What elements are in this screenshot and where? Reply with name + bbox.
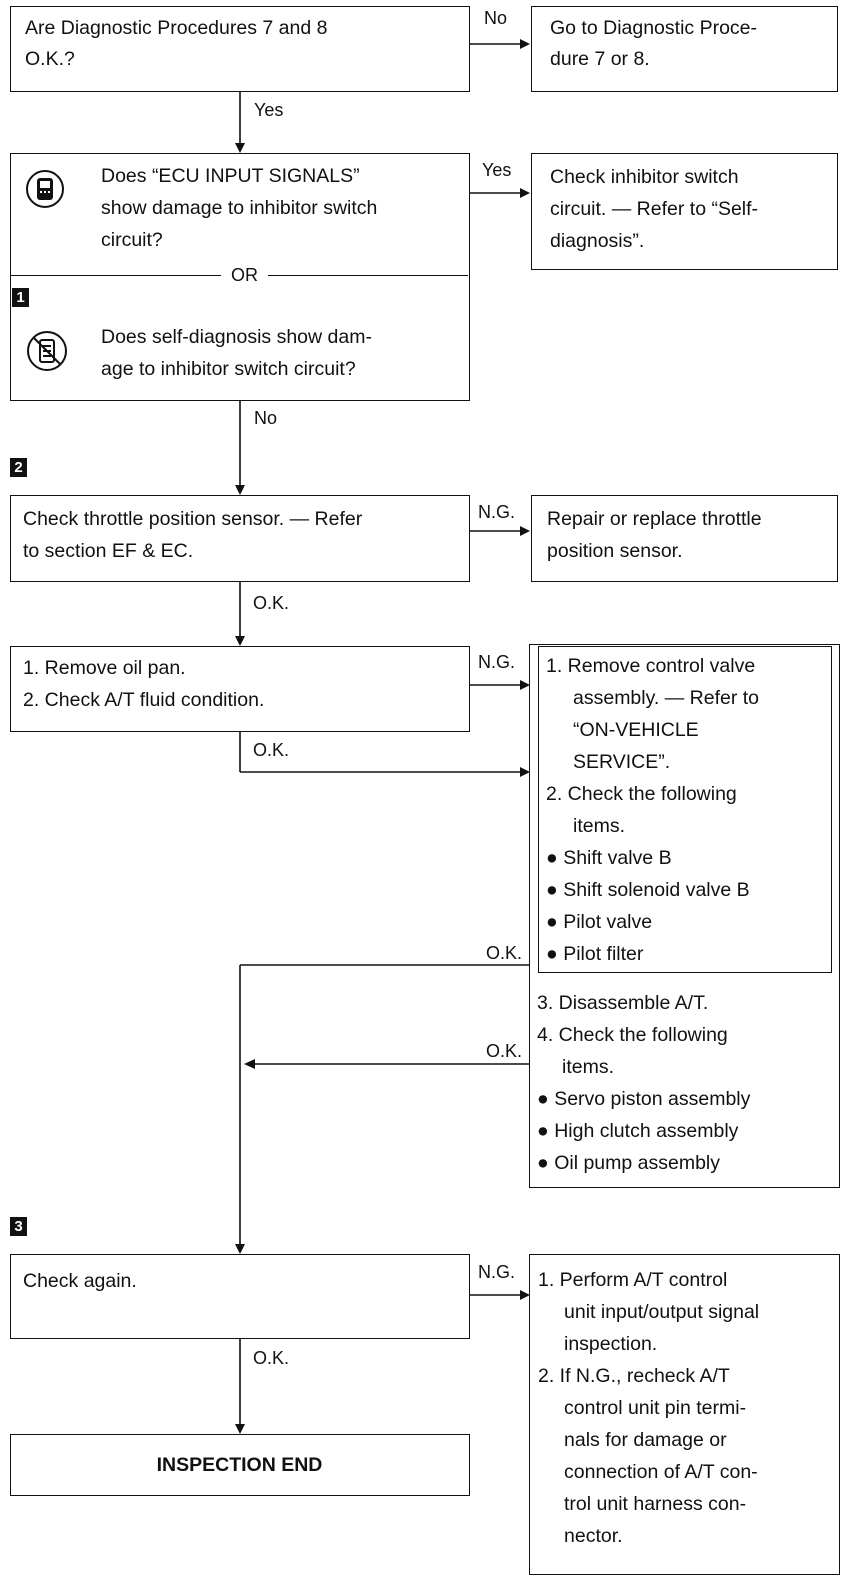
decision-oil-pan-fluid: 1. Remove oil pan. 2. Check A/T fluid co… xyxy=(10,646,470,732)
r4-inner-line-2: assembly. — Refer to xyxy=(573,687,760,709)
r4-outer-bullet-1: ● Servo piston assembly xyxy=(537,1088,751,1110)
r5-line-8: trol unit harness con- xyxy=(564,1493,747,1515)
r4-inner-line-5: 2. Check the following xyxy=(546,783,737,805)
r4-inner-bullet-3: ● Pilot valve xyxy=(546,911,653,933)
r5-line-6: nals for damage or xyxy=(564,1429,727,1451)
r4-inner-bullet-4: ● Pilot filter xyxy=(546,943,644,965)
step-number-1: 1 xyxy=(12,288,29,307)
decision-inhibitor-switch: Does “ECU INPUT SIGNALS” show damage to … xyxy=(10,153,470,401)
edge-label-ng: N.G. xyxy=(478,1262,516,1282)
r4-inner-line-6: items. xyxy=(573,815,626,837)
q2-top-line-3: circuit? xyxy=(101,229,163,251)
q2-top-line-1: Does “ECU INPUT SIGNALS” xyxy=(101,165,360,187)
q1-line-2: O.K.? xyxy=(25,48,75,70)
r4-inner-line-1: 1. Remove control valve xyxy=(546,655,756,677)
r4-inner-line-3: “ON-VEHICLE xyxy=(573,719,699,741)
r3-line-2: position sensor. xyxy=(547,540,683,562)
r2-line-3: diagnosis”. xyxy=(550,230,645,252)
action-check-inhibitor-switch: Check inhibitor switch circuit. — Refer … xyxy=(531,153,838,270)
edge-label-yes: Yes xyxy=(254,100,284,120)
consult-tester-icon xyxy=(26,170,64,208)
step-number-2: 2 xyxy=(10,458,27,477)
r4-inner-line-4: SERVICE”. xyxy=(573,751,671,773)
r4-outer-line-3: items. xyxy=(562,1056,615,1078)
r1-line-1: Go to Diagnostic Proce- xyxy=(550,17,758,39)
r5-line-1: 1. Perform A/T control xyxy=(538,1269,728,1291)
edge-label-ok: O.K. xyxy=(253,1348,290,1368)
q3-line-1: Check throttle position sensor. — Refer xyxy=(23,508,363,530)
q2-bottom-line-1: Does self-diagnosis show dam- xyxy=(101,326,372,348)
r5-line-2: unit input/output signal xyxy=(564,1301,760,1323)
r4-inner-bullet-1: ● Shift valve B xyxy=(546,847,672,869)
edge-label-no: No xyxy=(484,8,508,28)
edge-label-ok: O.K. xyxy=(253,593,290,613)
step-number-3: 3 xyxy=(10,1217,27,1236)
r4-inner-bullet-2: ● Shift solenoid valve B xyxy=(546,879,750,901)
q1-line-1: Are Diagnostic Procedures 7 and 8 xyxy=(25,17,328,39)
q4-line-2: 2. Check A/T fluid condition. xyxy=(23,689,265,711)
decision-throttle-sensor: Check throttle position sensor. — Refer … xyxy=(10,495,470,582)
decision-diagnostic-procedures: Are Diagnostic Procedures 7 and 8 O.K.? xyxy=(10,6,470,92)
r5-line-4: 2. If N.G., recheck A/T xyxy=(538,1365,730,1387)
edge-label-ok: O.K. xyxy=(484,1041,525,1061)
edge-label-no: No xyxy=(254,408,278,428)
q5-line-1: Check again. xyxy=(23,1270,137,1292)
r4-outer-bullet-3: ● Oil pump assembly xyxy=(537,1152,721,1174)
action-go-to-procedure: Go to Diagnostic Proce- dure 7 or 8. xyxy=(531,6,838,92)
r5-line-3: inspection. xyxy=(564,1333,658,1355)
q4-line-1: 1. Remove oil pan. xyxy=(23,657,186,679)
q2-bottom-line-2: age to inhibitor switch circuit? xyxy=(101,358,356,380)
r2-line-2: circuit. — Refer to “Self- xyxy=(550,198,759,220)
r4-outer-line-1: 3. Disassemble A/T. xyxy=(537,992,709,1014)
r2-line-1: Check inhibitor switch xyxy=(550,166,739,188)
edge-label-ng: N.G. xyxy=(478,502,516,522)
r1-line-2: dure 7 or 8. xyxy=(550,48,650,70)
edge-label-yes: Yes xyxy=(482,160,512,180)
action-control-unit-inspection: 1. Perform A/T control unit input/output… xyxy=(529,1254,840,1575)
r4-outer-bullet-2: ● High clutch assembly xyxy=(537,1120,739,1142)
edge-label-ng: N.G. xyxy=(478,652,516,672)
r3-line-1: Repair or replace throttle xyxy=(547,508,762,530)
control-valve-inner-box xyxy=(538,646,832,973)
edge-label-ok: O.K. xyxy=(253,740,290,760)
edge-label-ok: O.K. xyxy=(484,943,525,963)
q3-line-2: to section EF & EC. xyxy=(23,540,194,562)
or-label: OR xyxy=(221,265,268,285)
r5-line-7: connection of A/T con- xyxy=(564,1461,758,1483)
decision-check-again: Check again. xyxy=(10,1254,470,1339)
inspection-end-label: INSPECTION END xyxy=(156,1454,323,1476)
r5-line-9: nector. xyxy=(564,1525,623,1547)
action-repair-throttle-sensor: Repair or replace throttle position sens… xyxy=(531,495,838,582)
no-tester-icon xyxy=(27,331,67,371)
q2-top-line-2: show damage to inhibitor switch xyxy=(101,197,378,219)
r4-outer-line-2: 4. Check the following xyxy=(537,1024,728,1046)
r5-line-5: control unit pin termi- xyxy=(564,1397,747,1419)
inspection-end-terminal: INSPECTION END xyxy=(10,1434,470,1496)
